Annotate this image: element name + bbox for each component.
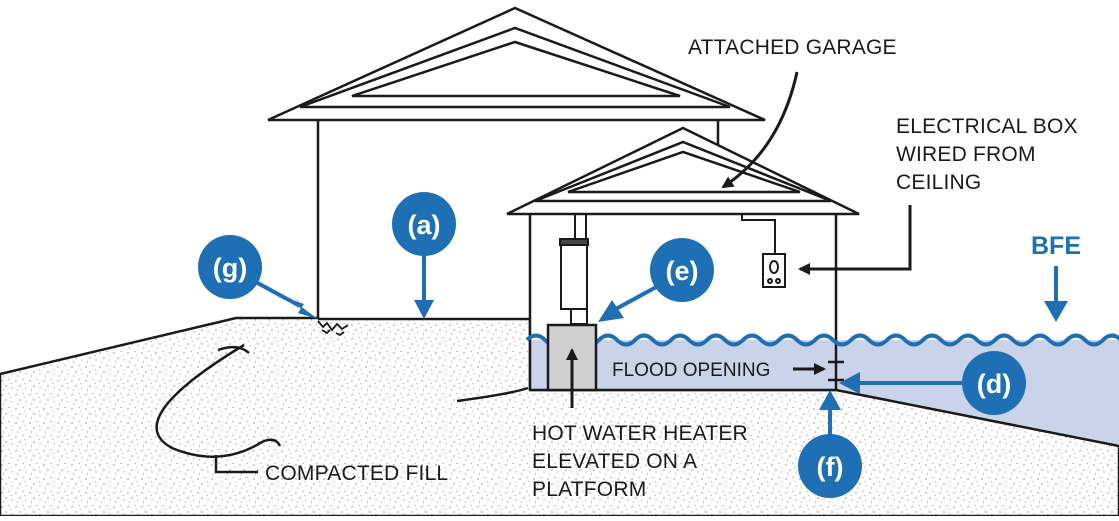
compacted-fill-leader [214, 455, 258, 474]
ground-seal-detail [317, 320, 349, 337]
electrical-box-label-line1: ELECTRICAL BOX [896, 115, 1078, 138]
marker-e: (e) [666, 256, 699, 286]
electrical-box [741, 214, 786, 288]
flood-opening-label: FLOOD OPENING [612, 360, 770, 381]
marker-a-circle [392, 192, 456, 256]
compacted-fill-curve [155, 343, 282, 458]
blue-arrows [251, 255, 1068, 440]
marker-d-circle [962, 351, 1026, 415]
flood-wave-line [525, 333, 1119, 347]
main-house [267, 6, 766, 321]
hot-water-heater-label-line1: HOT WATER HEATER [532, 422, 748, 445]
hot-water-heater-label-line2: ELEVATED ON A [532, 450, 697, 473]
marker-a: (a) [408, 210, 441, 240]
bfe-label: BFE [1031, 232, 1081, 260]
flood-opening-marks [828, 360, 844, 382]
marker-f: (f) [817, 452, 844, 482]
compacted-fill-label: COMPACTED FILL [265, 462, 448, 485]
marker-g-circle [198, 235, 262, 299]
electrical-pointer-arrow [798, 205, 912, 275]
electrical-box-label-line2: WIRED FROM [896, 143, 1036, 166]
marker-f-circle [798, 434, 862, 498]
marker-d: (d) [977, 369, 1011, 399]
electrical-box-label-line3: CEILING [896, 171, 981, 194]
hot-water-heater-label-line3: PLATFORM [532, 478, 646, 501]
garage-pointer-arrow [721, 71, 799, 189]
marker-e-circle [650, 238, 714, 302]
marker-g: (g) [213, 253, 247, 283]
underground-pipe [456, 386, 529, 403]
attached-garage-label: ATTACHED GARAGE [688, 36, 897, 59]
